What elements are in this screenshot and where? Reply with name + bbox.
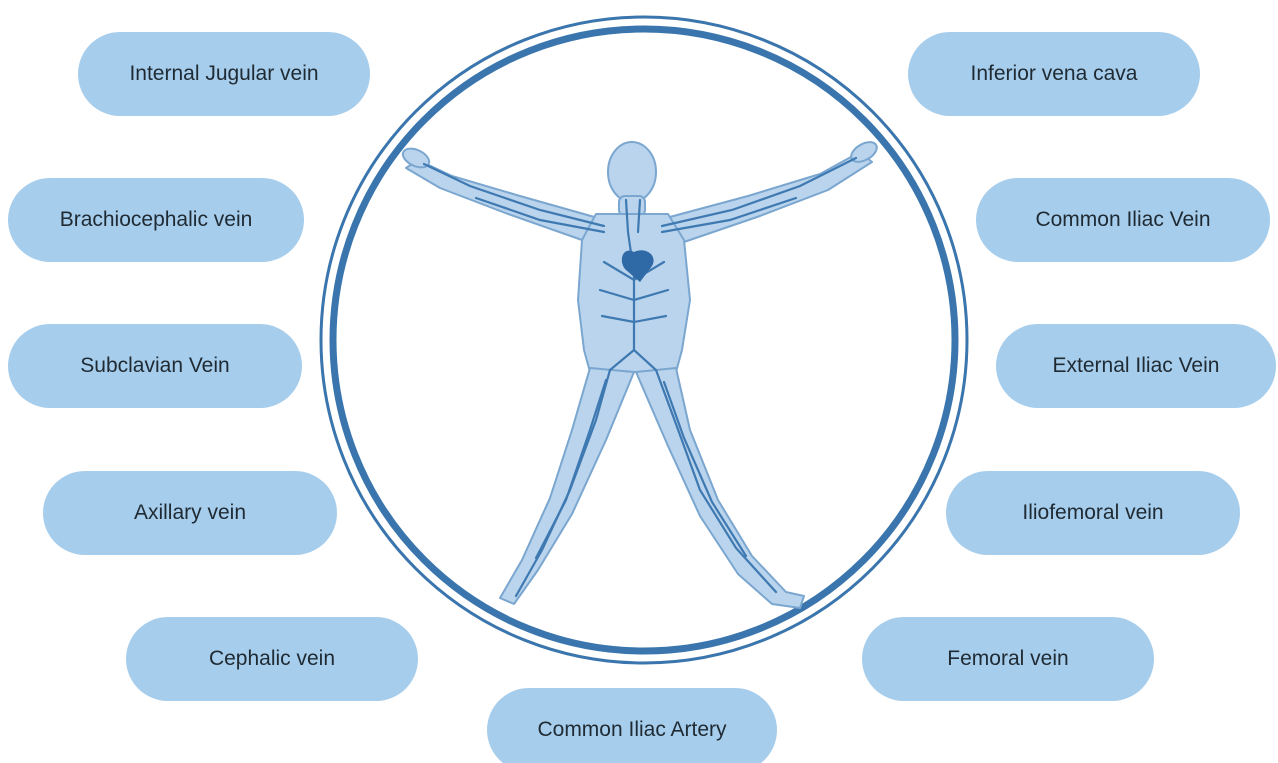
label-cephalic-vein: Cephalic vein xyxy=(126,617,418,701)
label-brachiocephalic-vein: Brachiocephalic vein xyxy=(8,178,304,262)
label-femoral-vein: Femoral vein xyxy=(862,617,1154,701)
label-external-iliac-vein: External Iliac Vein xyxy=(996,324,1276,408)
label-common-iliac-artery: Common Iliac Artery xyxy=(487,688,777,763)
label-axillary-vein: Axillary vein xyxy=(43,471,337,555)
head-shape xyxy=(608,142,656,202)
label-common-iliac-vein: Common Iliac Vein xyxy=(976,178,1270,262)
label-internal-jugular-vein: Internal Jugular vein xyxy=(78,32,370,116)
label-iliofemoral-vein: Iliofemoral vein xyxy=(946,471,1240,555)
label-subclavian-vein: Subclavian Vein xyxy=(8,324,302,408)
label-inferior-vena-cava: Inferior vena cava xyxy=(908,32,1200,116)
